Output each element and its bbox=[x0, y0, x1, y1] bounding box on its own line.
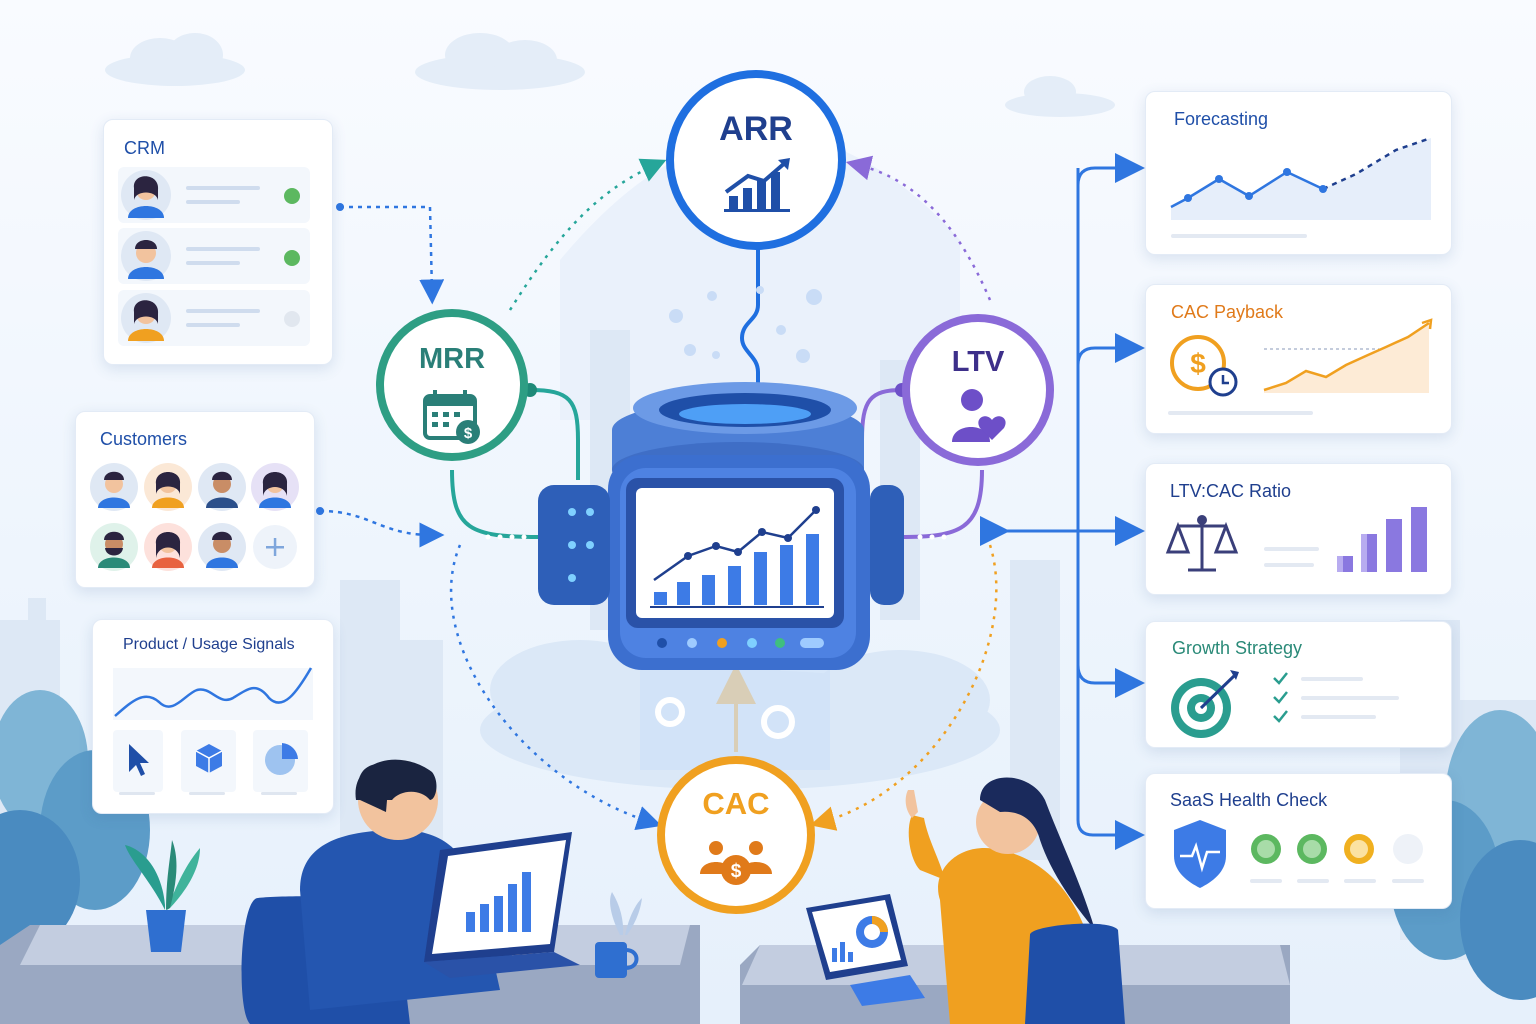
cac-payback-chart: $ bbox=[1168, 318, 1433, 415]
cloud-shapes bbox=[105, 33, 1115, 117]
ltv-cac-ratio-chart bbox=[1165, 507, 1427, 572]
cac-payback-card[interactable]: CAC Payback $ bbox=[1145, 284, 1452, 434]
people-dollar-icon: $ bbox=[700, 841, 772, 885]
avatar bbox=[121, 170, 171, 220]
status-dot bbox=[284, 250, 300, 266]
crm-contact-rows bbox=[118, 167, 310, 346]
svg-text:$: $ bbox=[731, 861, 742, 882]
growth-strategy-visual bbox=[1171, 670, 1399, 738]
dollar-clock-icon: $ bbox=[1170, 335, 1238, 397]
coffee-mug bbox=[595, 942, 639, 978]
gear-icon bbox=[655, 697, 795, 739]
health-check-visual bbox=[1174, 820, 1424, 888]
calendar-dollar-icon: $ bbox=[423, 390, 480, 444]
target-icon bbox=[1171, 670, 1239, 738]
cube-icon bbox=[195, 744, 223, 773]
customers-card-title: Customers bbox=[100, 429, 188, 449]
growth-chart-icon bbox=[724, 172, 790, 212]
ltv-node[interactable] bbox=[902, 314, 1054, 466]
laptop bbox=[424, 832, 580, 978]
usage-sparkline bbox=[113, 667, 313, 795]
ltv-cac-ratio-card[interactable]: LTV:CAC Ratio bbox=[1145, 463, 1452, 595]
growth-strategy-card[interactable]: Growth Strategy bbox=[1145, 621, 1452, 748]
mrr-label: MRR bbox=[418, 343, 486, 375]
screen-bars bbox=[654, 534, 819, 605]
ltv-label: LTV bbox=[951, 346, 1005, 378]
customers-card[interactable]: Customers bbox=[75, 411, 315, 588]
mrr-node[interactable] bbox=[376, 309, 528, 461]
avatar bbox=[121, 293, 171, 343]
avatar bbox=[121, 231, 171, 281]
scale-icon bbox=[1165, 521, 1239, 572]
pie-chart-icon bbox=[265, 743, 298, 775]
cac-payback-title: CAC Payback bbox=[1171, 302, 1284, 322]
arr-label: ARR bbox=[719, 110, 793, 148]
saas-health-check-title: SaaS Health Check bbox=[1170, 790, 1328, 810]
ltv-cac-ratio-title: LTV:CAC Ratio bbox=[1170, 481, 1292, 501]
crm-card-title: CRM bbox=[124, 138, 165, 158]
cursor-icon bbox=[129, 744, 149, 776]
customer-avatars bbox=[90, 463, 299, 571]
growth-strategy-title: Growth Strategy bbox=[1172, 638, 1303, 658]
user-heart-icon bbox=[952, 389, 1006, 442]
cac-node[interactable] bbox=[657, 756, 815, 914]
forecasting-title: Forecasting bbox=[1174, 109, 1269, 129]
saas-health-check-card[interactable]: SaaS Health Check bbox=[1145, 773, 1452, 909]
crm-card[interactable]: CRM bbox=[103, 119, 333, 365]
checkmark-icon bbox=[1273, 672, 1288, 723]
shield-heartbeat-icon bbox=[1174, 820, 1226, 888]
status-dot bbox=[284, 188, 300, 204]
svg-text:$: $ bbox=[464, 425, 473, 442]
tablet bbox=[806, 894, 908, 980]
arr-node[interactable] bbox=[666, 70, 846, 250]
cac-label: CAC bbox=[702, 786, 770, 821]
status-dot bbox=[284, 311, 300, 327]
potted-plant bbox=[125, 840, 200, 952]
svg-text:$: $ bbox=[1190, 348, 1206, 379]
forecast-line-chart bbox=[1170, 136, 1432, 238]
forecasting-card[interactable]: Forecasting bbox=[1145, 91, 1452, 255]
usage-signals-card[interactable]: Product / Usage Signals bbox=[92, 619, 334, 814]
bubbles bbox=[669, 286, 822, 363]
usage-card-title: Product / Usage Signals bbox=[123, 636, 295, 653]
